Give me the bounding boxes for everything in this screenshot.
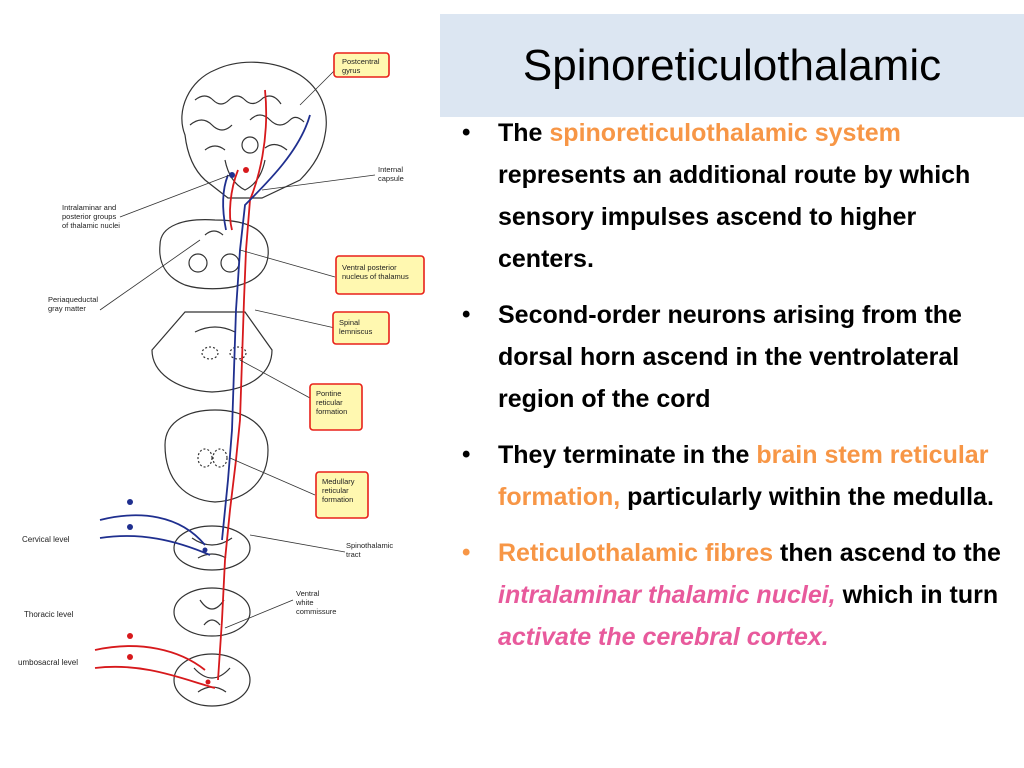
nerve-terminals [127,499,211,685]
bullet-text: They terminate in the [498,441,757,469]
thalamus-nuclei [229,167,249,178]
bullet-dot: • [462,301,471,328]
label-lumbosacral-level: umbosacral level [18,658,78,667]
pons-section [151,311,273,393]
label-line: tract [346,550,362,559]
label-line: Spinal [339,318,360,327]
label-line: Internal [378,165,403,174]
highlight-boxes [309,52,425,519]
label-line: posterior groups [62,212,116,221]
label-line: formation [316,407,347,416]
bullet-item: • The spinoreticulothalamic system repres… [460,112,1005,280]
title-band [440,14,1024,117]
label-line: Intralaminar and [62,203,116,212]
bullet-dot: • [462,539,471,566]
label-line: gyrus [342,66,361,75]
label-line: of thalamic nuclei [62,221,120,230]
red-pathway [94,89,268,689]
bullet-text: The [498,119,550,147]
bullet-text: Reticulothalamic fibres [498,539,774,567]
label-line: lemniscus [339,327,373,336]
bullet-dot: • [462,119,471,146]
bullet-text: particularly within the medulla. [620,483,994,511]
bullet-dot: • [462,441,471,468]
bullet-text: then ascend to the [773,539,1001,567]
label-cervical-level: Cervical level [22,535,70,544]
bullet-item: • Second-order neurons arising from the d… [460,294,1005,420]
bullet-text: represents an additional route by which … [498,161,971,273]
label-line: reticular [322,486,349,495]
bullet-item: • They terminate in the brain stem reticu… [460,434,1005,518]
label-line: reticular [316,398,343,407]
bullet-text: which in turn [835,581,999,609]
label-line: Pontine [316,389,341,398]
label-line: capsule [378,174,404,183]
brain-section [181,61,327,199]
label-line: Periaqueductal [48,295,98,304]
label-line: Postcentral [342,57,380,66]
thoracic-cord [173,587,251,637]
label-line: gray matter [48,304,86,313]
blue-pathway [99,114,311,556]
label-thoracic-level: Thoracic level [24,610,74,619]
label-line: commissure [296,607,336,616]
cervical-cord [173,525,251,571]
label-line: Ventral [296,589,320,598]
label-line: Spinothalamic [346,541,393,550]
label-line: formation [322,495,353,504]
label-line: Ventral posterior [342,263,397,272]
label-line: nucleus of thalamus [342,272,409,281]
bullet-item: • Reticulothalamic fibres then ascend to … [460,532,1005,658]
label-line: Medullary [322,477,355,486]
medulla-section [164,409,269,503]
bullet-text: spinoreticulothalamic system [549,119,901,147]
bullet-text: activate the cerebral cortex. [498,623,829,651]
bullet-text: intralaminar thalamic nuclei, [498,581,836,609]
midbrain-section [159,219,269,290]
bullet-text: brain stem reticular formation, [498,441,989,511]
label-line: white [295,598,314,607]
bullet-list: • The spinoreticulothalamic system repres… [460,112,1005,672]
leader-lines [99,69,376,629]
slide-title: Spinoreticulothalamic [522,41,942,90]
bullet-text: Second-order neurons arising from the do… [498,301,962,413]
